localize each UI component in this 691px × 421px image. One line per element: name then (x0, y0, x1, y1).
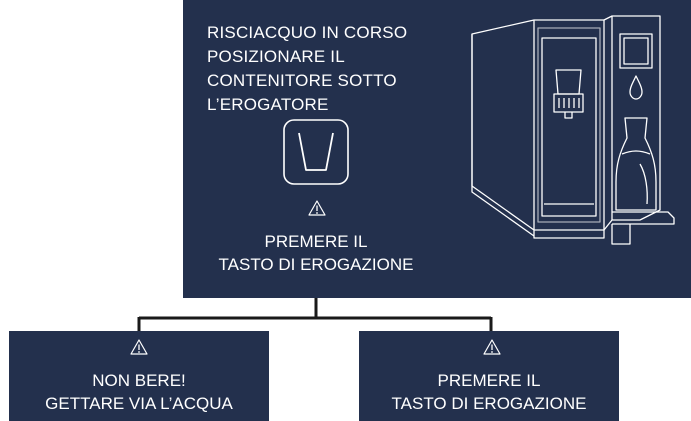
glass-icon (282, 118, 350, 186)
right-box-line-2: TASTO DI EROGAZIONE (391, 394, 587, 413)
left-box-line-1: NON BERE! (92, 371, 186, 390)
left-box-line-2: GETTARE VIA L’ACQUA (45, 394, 233, 413)
message-line-4: L’EROGATORE (207, 95, 329, 114)
warning-icon (308, 200, 326, 216)
right-box-line-1: PREMERE IL (437, 371, 541, 390)
right-outcome-box: PREMERE IL TASTO DI EROGAZIONE (359, 331, 619, 421)
main-screen-panel: RISCIACQUO IN CORSO POSIZIONARE IL CONTE… (183, 0, 691, 298)
message-line-1: RISCIACQUO IN CORSO (207, 23, 408, 42)
water-dispenser-illustration (464, 14, 680, 248)
instruction-line-1: PREMERE IL (264, 232, 368, 251)
message-line-3: CONTENITORE SOTTO (207, 71, 397, 90)
warning-icon (483, 339, 501, 355)
warning-icon (130, 339, 148, 355)
message-line-2: POSIZIONARE IL (207, 47, 345, 66)
instruction-line-2: TASTO DI EROGAZIONE (218, 255, 414, 274)
left-outcome-box: NON BERE! GETTARE VIA L’ACQUA (9, 331, 269, 421)
